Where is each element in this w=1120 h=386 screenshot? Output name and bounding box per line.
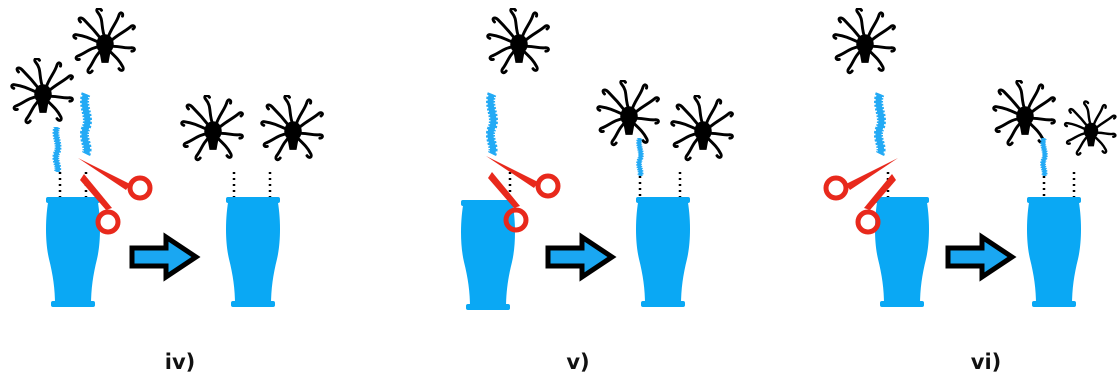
tentacle-head-icon: [74, 9, 135, 73]
right-arrow-icon: [948, 237, 1012, 277]
tentacle-head-icon: [672, 96, 733, 160]
panel-label: vi): [946, 350, 1026, 374]
chain-segment: [878, 94, 881, 154]
conga-drum-icon: [636, 197, 690, 307]
right-arrow-icon: [548, 237, 612, 277]
after-construct: [598, 81, 733, 307]
chain-segment: [84, 94, 87, 154]
after-construct: [994, 81, 1116, 307]
before-construct: [826, 9, 929, 307]
right-arrow-icon: [132, 237, 196, 277]
tentacle-head-icon: [834, 9, 895, 73]
panel-vi: [826, 9, 1115, 307]
tentacle-head-icon: [182, 96, 243, 160]
chain-segment: [56, 127, 58, 172]
before-construct: [461, 9, 558, 310]
chain-segment: [490, 94, 493, 154]
chain-segment: [639, 138, 641, 176]
tentacle-head-icon: [598, 81, 659, 145]
panel-v: [461, 9, 732, 310]
tentacle-head-icon: [12, 59, 73, 123]
panel-iv: [12, 9, 323, 307]
conga-drum-icon: [46, 197, 100, 307]
conga-drum-icon: [875, 197, 929, 307]
chain-segment: [1043, 138, 1045, 176]
tentacle-head-icon: [488, 9, 549, 73]
tentacle-head-icon: [1065, 101, 1115, 154]
tentacle-head-icon: [994, 81, 1055, 145]
conga-drum-icon: [1027, 197, 1081, 307]
panel-label: v): [538, 350, 618, 374]
panel-label: iv): [140, 350, 220, 374]
tentacle-head-icon: [262, 96, 323, 160]
conga-drum-icon: [226, 197, 280, 307]
before-construct: [12, 9, 150, 307]
after-construct: [182, 96, 323, 307]
